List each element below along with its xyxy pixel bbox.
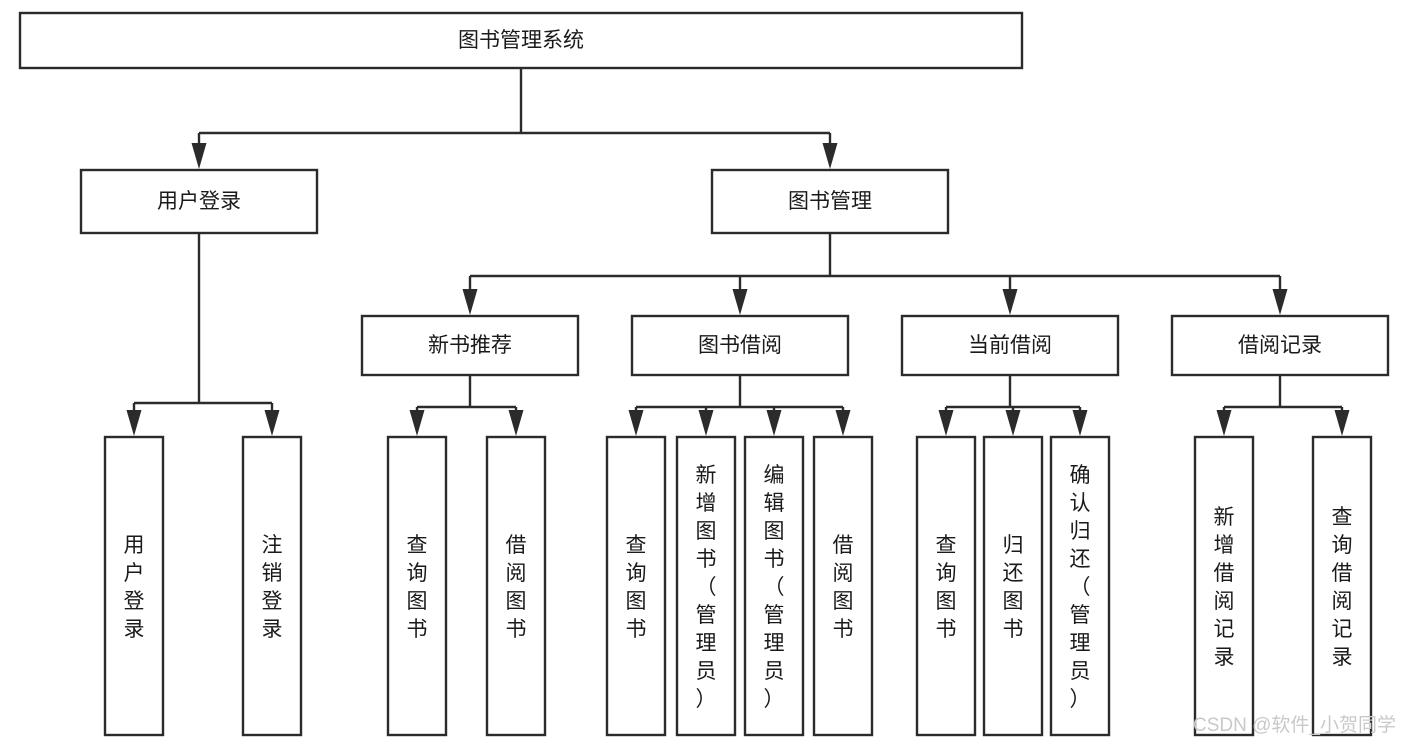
arrow-head-icon xyxy=(462,289,478,315)
node-label: 借阅图书 xyxy=(833,534,854,641)
node-label: 图书管理系统 xyxy=(458,29,584,52)
arrow-head-icon xyxy=(409,410,425,436)
arrow-head-icon xyxy=(1005,410,1021,436)
node-leaf-borrow-query[interactable]: 查询图书 xyxy=(605,435,667,737)
node-box xyxy=(241,435,303,737)
arrow-head-icon xyxy=(698,410,714,436)
node-label: 编辑图书（管理员） xyxy=(764,464,785,711)
arrow-head-icon xyxy=(1334,410,1350,436)
node-borrow-record[interactable]: 借阅记录 xyxy=(1170,314,1390,377)
node-box xyxy=(982,435,1044,737)
node-box xyxy=(743,435,805,737)
node-box xyxy=(1049,435,1111,737)
connector-layer xyxy=(126,68,1350,436)
node-label: 归还图书 xyxy=(1003,534,1024,641)
arrow-head-icon xyxy=(1072,410,1088,436)
node-leaf-cur-confirm[interactable]: 确认归还（管理员） xyxy=(1049,435,1111,737)
node-label: 查询图书 xyxy=(407,534,428,641)
watermark-label: CSDN @软件_小贺同学 xyxy=(1193,714,1396,736)
node-label: 借阅图书 xyxy=(506,534,527,641)
node-leaf-borrow-do[interactable]: 借阅图书 xyxy=(812,435,874,737)
node-label: 当前借阅 xyxy=(968,334,1052,357)
node-box xyxy=(360,314,580,377)
node-label: 用户登录 xyxy=(124,534,145,641)
node-leaf-borrow-add[interactable]: 新增图书（管理员） xyxy=(675,435,737,737)
node-box xyxy=(630,314,850,377)
node-label: 查询图书 xyxy=(936,534,957,641)
node-leaf-rectrecord-query[interactable]: 查询借阅记录 xyxy=(1311,435,1373,737)
arrow-head-icon xyxy=(835,410,851,436)
node-box xyxy=(812,435,874,737)
node-book-borrow[interactable]: 图书借阅 xyxy=(630,314,850,377)
arrow-head-icon xyxy=(766,410,782,436)
node-label: 图书管理 xyxy=(788,190,872,213)
node-label: 用户登录 xyxy=(157,190,241,213)
node-leaf-user-login[interactable]: 用户登录 xyxy=(103,435,165,737)
node-box xyxy=(915,435,977,737)
arrow-head-icon xyxy=(264,410,280,436)
arrow-head-icon xyxy=(822,143,838,169)
node-leaf-user-logout[interactable]: 注销登录 xyxy=(241,435,303,737)
node-box xyxy=(900,314,1120,377)
node-leaf-cur-return[interactable]: 归还图书 xyxy=(982,435,1044,737)
node-box xyxy=(485,435,547,737)
node-root[interactable]: 图书管理系统 xyxy=(18,11,1024,70)
node-box xyxy=(18,11,1024,70)
node-box xyxy=(1170,314,1390,377)
arrow-head-icon xyxy=(1002,289,1018,315)
node-label: 新书推荐 xyxy=(428,334,512,357)
arrow-head-icon xyxy=(938,410,954,436)
node-leaf-cur-query[interactable]: 查询图书 xyxy=(915,435,977,737)
arrow-head-icon xyxy=(191,143,207,169)
node-label: 查询图书 xyxy=(626,534,647,641)
node-box xyxy=(1311,435,1373,737)
node-leaf-rec-query[interactable]: 查询图书 xyxy=(386,435,448,737)
node-label: 新增借阅记录 xyxy=(1214,506,1235,669)
node-leaf-rectrecord-add[interactable]: 新增借阅记录 xyxy=(1193,435,1255,737)
node-label: 注销登录 xyxy=(262,534,283,641)
node-current-borrow[interactable]: 当前借阅 xyxy=(900,314,1120,377)
node-layer: 图书管理系统用户登录图书管理新书推荐图书借阅当前借阅借阅记录用户登录注销登录查询… xyxy=(18,11,1390,737)
node-label: 图书借阅 xyxy=(698,334,782,357)
node-label: 借阅记录 xyxy=(1238,334,1322,357)
arrow-head-icon xyxy=(126,410,142,436)
node-label: 查询借阅记录 xyxy=(1332,506,1353,669)
node-leaf-borrow-edit[interactable]: 编辑图书（管理员） xyxy=(743,435,805,737)
node-box xyxy=(386,435,448,737)
node-box xyxy=(1193,435,1255,737)
arrow-head-icon xyxy=(1216,410,1232,436)
node-new-book-rec[interactable]: 新书推荐 xyxy=(360,314,580,377)
node-user-login[interactable]: 用户登录 xyxy=(79,168,319,235)
node-box xyxy=(79,168,319,235)
node-label: 确认归还（管理员） xyxy=(1070,464,1091,711)
node-box xyxy=(710,168,950,235)
node-box xyxy=(605,435,667,737)
arrow-head-icon xyxy=(732,289,748,315)
arrow-head-icon xyxy=(1272,289,1288,315)
node-leaf-rec-borrow[interactable]: 借阅图书 xyxy=(485,435,547,737)
node-box xyxy=(675,435,737,737)
node-label: 新增图书（管理员） xyxy=(696,464,717,711)
arrow-head-icon xyxy=(508,410,524,436)
node-box xyxy=(103,435,165,737)
arrow-head-icon xyxy=(628,410,644,436)
node-book-manage[interactable]: 图书管理 xyxy=(710,168,950,235)
